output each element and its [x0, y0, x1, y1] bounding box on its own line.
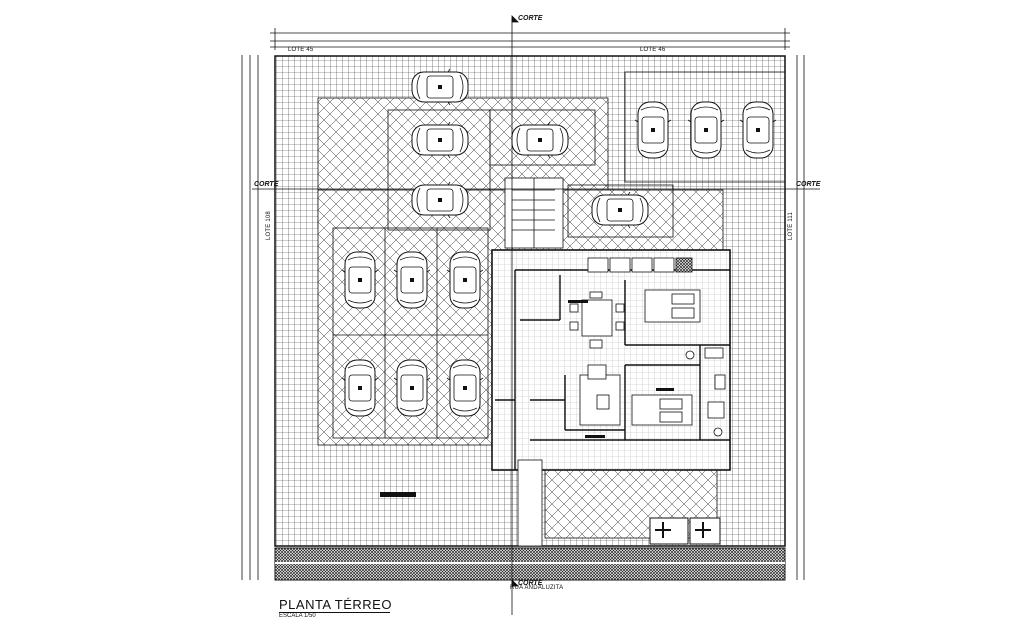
- room-annotations: [380, 300, 674, 497]
- section-marker-top: CORTE: [518, 15, 543, 22]
- lot-side-right-label: LOTE 111: [788, 211, 794, 240]
- drawing-scale: ESCALA 1/50: [279, 613, 316, 619]
- house-footprint: [491, 177, 731, 471]
- parking-slots: [332, 71, 786, 439]
- lot-right-label: LOTE 46: [640, 47, 666, 53]
- left-dimension-lines: [241, 55, 259, 580]
- section-marker-left: CORTE: [254, 181, 279, 188]
- section-marker-bottom: CORTE: [518, 580, 543, 587]
- utility-boxes: [649, 517, 721, 545]
- lot-left-label: LOTE 45: [288, 47, 314, 53]
- lot-side-left-label: LOTE 108: [266, 211, 272, 240]
- top-dimension-lines: [270, 28, 790, 50]
- drawing-title: PLANTA TÉRREO: [279, 597, 392, 612]
- side-corridor: [517, 459, 543, 547]
- street-label: RUA ANDALUZITA: [510, 585, 564, 591]
- right-dimension-lines: [796, 55, 805, 580]
- title-underline: [279, 612, 390, 613]
- section-marker-right: CORTE: [796, 181, 821, 188]
- section-line-vertical: [511, 15, 519, 615]
